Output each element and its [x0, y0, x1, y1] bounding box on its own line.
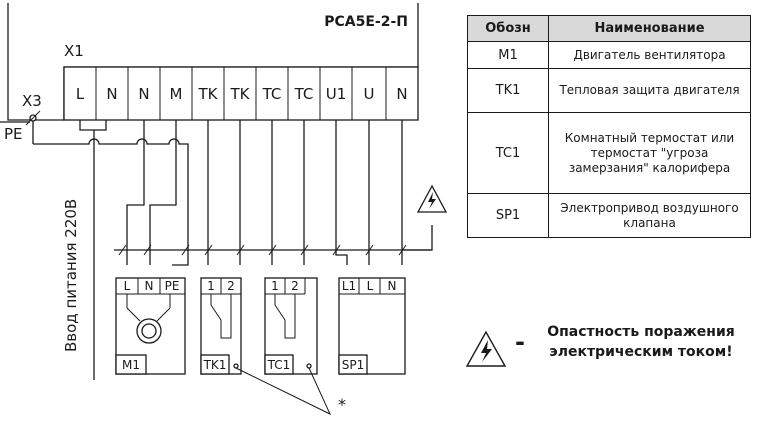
legend-header-row: Обозн Наименование [467, 15, 751, 42]
cable-ticks [118, 244, 407, 256]
device-terminal-label: N [388, 279, 397, 293]
device-terminal-label: 2 [227, 279, 235, 293]
motor-n-wire [149, 120, 177, 265]
terminal-label: M [170, 85, 183, 103]
table-row: TK1 Тепловая защита двигателя [467, 68, 751, 113]
table-row: M1 Двигатель вентилятора [467, 41, 751, 69]
terminal-block-frame [63, 66, 419, 121]
terminal-label: TC [294, 85, 314, 103]
motor-symbol-icon [126, 294, 171, 344]
legend-name: Тепловая защита двигателя [548, 68, 751, 113]
device-tc1: 1 2 TC1 [264, 277, 318, 375]
pe-wire [33, 138, 189, 266]
warning-branch-wire [402, 225, 433, 251]
power-input-label: Ввод питания 220В [62, 199, 80, 352]
device-id-label: M1 [122, 358, 140, 372]
warning-text: Опастность поражения электрическим током… [547, 324, 735, 360]
terminal-label: TK [198, 85, 219, 103]
device-terminal-label: 1 [271, 279, 279, 293]
device-id-label: SP1 [342, 358, 365, 372]
terminal-label: N [106, 85, 117, 103]
legend-name: Двигатель вентилятора [548, 41, 751, 69]
device-sp1: L1 L N SP1 [338, 277, 406, 375]
terminal-label: TK [230, 85, 251, 103]
terminal-label: N [396, 85, 407, 103]
device-terminal-label: L [367, 279, 374, 293]
table-row: TC1 Комнатный термостат или термостат "у… [467, 112, 751, 194]
legend-table: Обозн Наименование M1 Двигатель вентилят… [467, 15, 751, 238]
footnote-marker [233, 363, 239, 369]
terminal-label: U [364, 85, 375, 103]
legend-code: TC1 [467, 112, 549, 194]
motor-l-wire [126, 120, 145, 265]
high-voltage-warning-icon [416, 184, 448, 213]
legend-name: Комнатный термостат или термостат "угроз… [548, 112, 751, 194]
device-terminal-label: PE [165, 279, 180, 293]
sp1-l1-wire [335, 120, 348, 265]
device-id-label: TC1 [267, 358, 291, 372]
device-id-label: TK1 [203, 358, 227, 372]
x3-label: X3 [22, 92, 42, 110]
device-terminal-label: L [124, 279, 131, 293]
terminal-block-label: X1 [64, 42, 84, 60]
warning-dash: - [515, 328, 525, 356]
legend-header-code: Обозн [467, 15, 549, 42]
device-terminal-label: 2 [291, 279, 299, 293]
device-terminal-label: L1 [342, 279, 356, 293]
table-row: SP1 Электропривод воздушного клапана [467, 193, 751, 238]
legend-header-name: Наименование [548, 15, 751, 42]
device-tk1: 1 2 TK1 [200, 277, 242, 375]
legend-name: Электропривод воздушного клапана [548, 193, 751, 238]
device-terminal-label: 1 [207, 279, 215, 293]
terminal-label: U1 [326, 85, 347, 103]
legend-code: TK1 [467, 68, 549, 113]
terminal-label: TC [262, 85, 282, 103]
legend-code: SP1 [467, 193, 549, 238]
controller-model: РСА5Е-2-П [324, 14, 408, 30]
high-voltage-warning-icon [465, 330, 507, 367]
terminal-label: L [76, 85, 85, 103]
pe-label: PE [4, 125, 23, 143]
footnote-mark: * [338, 395, 346, 414]
terminal-label: N [138, 85, 149, 103]
terminal-block: L N N M TK TK TC TC U1 U N [63, 66, 419, 121]
legend-code: M1 [467, 41, 549, 69]
electric-shock-warning: - Опастность поражения электрическим ток… [465, 318, 755, 378]
footnote-marker [306, 363, 312, 369]
device-terminal-label: N [145, 279, 154, 293]
footnote-leader [235, 367, 332, 416]
switch-contact-icon [210, 294, 232, 339]
switch-contact-icon [274, 294, 296, 339]
motor-m1: L N PE M1 [115, 277, 186, 375]
power-l-wire [79, 120, 107, 131]
